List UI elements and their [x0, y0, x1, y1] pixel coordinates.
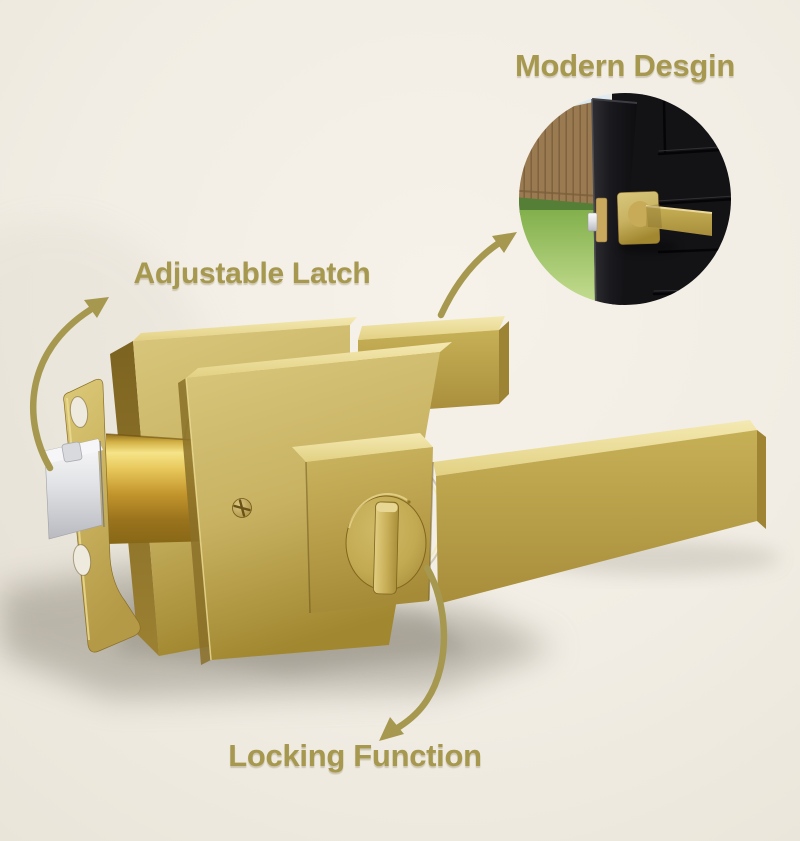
inset-door-handle	[616, 191, 713, 253]
mounting-screw	[232, 498, 252, 518]
front-lever	[428, 420, 766, 604]
modern-design-arrow-icon	[437, 232, 517, 319]
modern-design-inset-photo	[519, 93, 731, 305]
adjustable-latch-arrow-icon	[30, 297, 109, 472]
thumbturn-lock	[345, 493, 427, 595]
locking-function-label: Locking Function	[228, 738, 482, 773]
locking-function-arrow-icon	[379, 564, 448, 741]
latch-bolt	[44, 438, 105, 540]
adjustable-latch-label: Adjustable Latch	[133, 257, 371, 290]
inset-latch-plate	[587, 197, 608, 243]
modern-design-label: Modern Desgin	[514, 48, 736, 83]
